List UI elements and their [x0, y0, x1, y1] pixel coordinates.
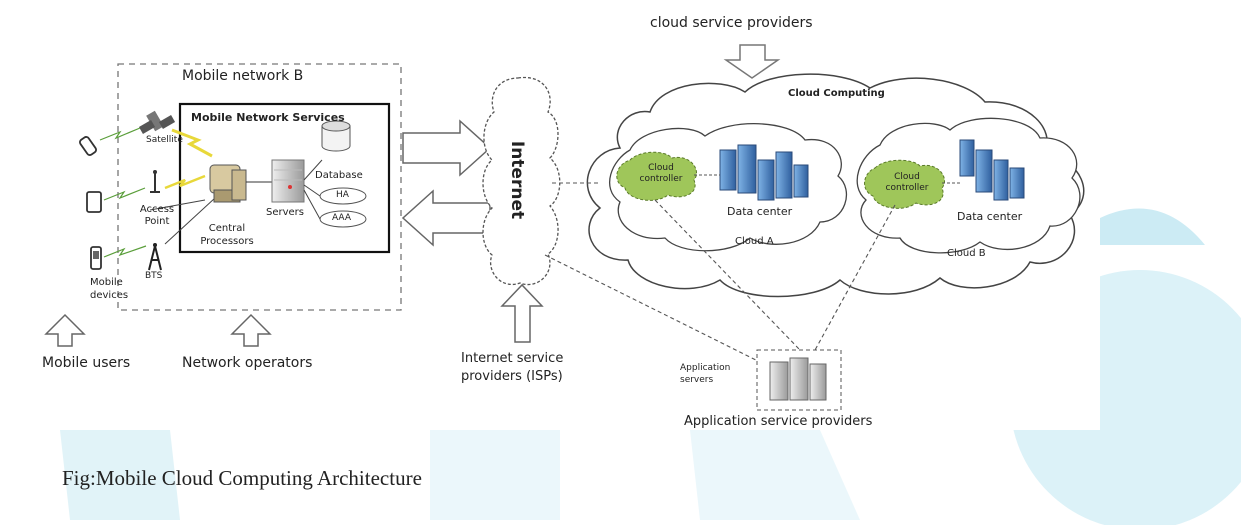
satellite-icon — [138, 110, 176, 134]
cloud-providers-arrow — [723, 44, 781, 79]
access-point-link-bolt — [164, 174, 206, 190]
application-servers-label: Application servers — [680, 363, 731, 385]
access-point-label: Access Point — [139, 204, 175, 227]
arrow-from-internet — [401, 189, 491, 247]
database-icon — [321, 120, 351, 152]
cloud-b-datacenter-label: Data center — [957, 210, 1023, 223]
data-center-a-icon — [719, 144, 809, 201]
cloud-b-label: Cloud B — [947, 248, 986, 259]
cloud-b-controller-label: Cloud controller — [885, 172, 929, 193]
phone-device-1-icon — [79, 136, 97, 156]
cloud-a-datacenter-label: Data center — [727, 205, 793, 218]
bts-link — [164, 197, 216, 245]
access-point-link — [149, 199, 206, 211]
isp-arrow — [500, 283, 544, 343]
mobile-phone-icon — [90, 246, 102, 270]
mobile-devices-label: Mobile devices — [90, 277, 129, 301]
database-label: Database — [315, 170, 363, 181]
network-operators-label: Network operators — [182, 355, 313, 371]
isp-label: Internet service providers (ISPs) — [461, 351, 564, 384]
cloud-a-controller-label: Cloud controller — [639, 163, 683, 184]
mobile-network-title: Mobile network B — [182, 68, 304, 84]
cloud-a-label: Cloud A — [735, 236, 774, 247]
wireless-links — [99, 127, 147, 258]
figure-caption: Fig:Mobile Cloud Computing Architecture — [62, 466, 422, 490]
ha-label: HA — [336, 190, 349, 200]
mobile-network-box — [117, 63, 402, 311]
data-center-b-icon — [959, 139, 1025, 201]
server-links — [303, 159, 323, 220]
satellite-label: Satellite — [146, 135, 183, 145]
cloud-b — [856, 117, 1081, 254]
satellite-link-bolt — [171, 128, 213, 158]
internet-cloud — [482, 76, 561, 286]
internet-label: Internet — [507, 140, 528, 220]
dashed-links — [544, 182, 896, 373]
network-operators-arrow — [230, 313, 272, 347]
central-processors-label: Central Processors — [200, 223, 254, 247]
servers-icon — [271, 159, 305, 203]
mobile-users-arrow — [44, 313, 86, 347]
cloud-service-providers-label: cloud service providers — [650, 15, 813, 31]
tablet-device-icon — [86, 191, 102, 213]
access-point-tower-icon — [150, 170, 160, 193]
bts-tower-icon — [148, 243, 162, 271]
arrow-to-internet — [402, 119, 492, 177]
cloud-a-controller-shape — [616, 151, 697, 201]
cloud-computing-label: Cloud Computing — [788, 88, 885, 99]
servers-label: Servers — [266, 207, 305, 218]
mobile-network-services-title: Mobile Network Services — [191, 111, 345, 124]
application-service-providers-label: Application service providers — [684, 414, 873, 429]
application-servers-icon — [769, 357, 827, 401]
bts-label: BTS — [145, 271, 163, 281]
central-processor-icon — [209, 164, 247, 203]
mobile-users-label: Mobile users — [42, 355, 131, 371]
aaa-label: AAA — [332, 213, 351, 223]
cloud-b-controller-shape — [864, 159, 945, 209]
